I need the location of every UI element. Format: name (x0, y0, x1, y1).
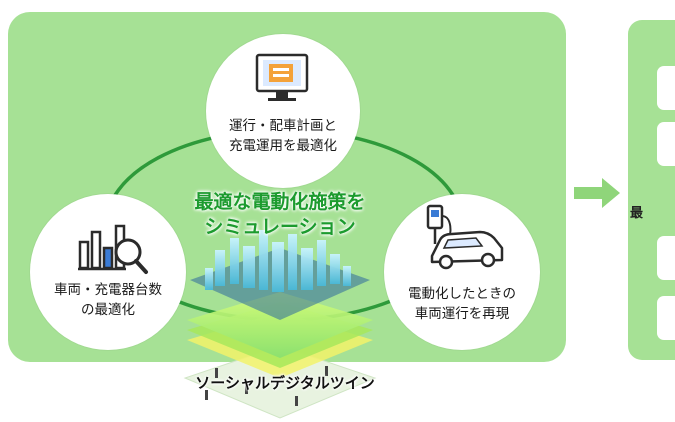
circle-top-line2: 充電運用を最適化 (229, 138, 337, 154)
right-list-box-5 (657, 296, 675, 340)
right-partial-text: 最 (630, 206, 644, 220)
right-list-box-1 (657, 66, 675, 110)
circle-right-line2: 車両運行を再現 (414, 306, 510, 322)
circle-left-line2: の最適化 (81, 302, 135, 318)
arrow-right-icon (574, 178, 620, 208)
center-title-line2: シミュレーション (204, 216, 356, 238)
right-list-box-4 (657, 236, 675, 280)
digital-twin-city-illustration (183, 230, 377, 419)
center-title-line1: 最適な電動化施策を (194, 191, 366, 213)
circle-left (30, 194, 186, 350)
circle-left-text: 車両・充電器台数 の最適化 (30, 280, 186, 320)
circle-right-line1: 電動化したときの (408, 286, 516, 302)
ev-charging-car-icon (426, 204, 504, 270)
right-list-box-2 (657, 122, 675, 166)
monitor-schedule-icon (255, 53, 309, 101)
bar-chart-magnifier-icon (78, 224, 148, 274)
circle-top-text: 運行・配車計画と 充電運用を最適化 (206, 116, 360, 156)
circle-top-line1: 運行・配車計画と (229, 118, 337, 134)
circle-left-line1: 車両・充電器台数 (54, 282, 162, 298)
circle-right-text: 電動化したときの 車両運行を再現 (384, 284, 540, 324)
digital-twin-label: ソーシャルデジタルツイン (195, 374, 375, 392)
center-title: 最適な電動化施策を シミュレーション (160, 190, 400, 240)
circle-right (384, 194, 540, 350)
